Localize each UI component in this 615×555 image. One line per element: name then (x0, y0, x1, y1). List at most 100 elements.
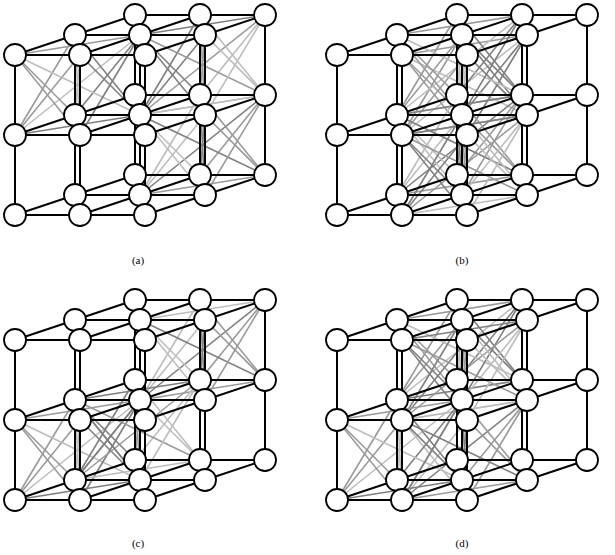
lattice-edge (264, 380, 266, 460)
lattice-atom (391, 489, 413, 511)
lattice-atom (516, 104, 538, 126)
lattice-atom (194, 24, 216, 46)
lattice-atom (511, 4, 533, 26)
lattice-atom (576, 4, 598, 26)
lattice-edge (264, 15, 266, 95)
lattice-atom (254, 289, 276, 311)
lattice-atom (254, 164, 276, 186)
lattice-edge (336, 340, 338, 420)
lattice-edge (336, 135, 338, 215)
bond-diagonal (205, 115, 265, 175)
lattice-atom (511, 164, 533, 186)
lattice-edge (264, 95, 266, 175)
lattice-atom (326, 124, 348, 146)
lattice-atom (134, 329, 156, 351)
lattice-atom (326, 489, 348, 511)
lattice-atom (576, 84, 598, 106)
panel-label: (c) (132, 537, 144, 549)
lattice-atom (254, 449, 276, 471)
bond-diagonal (15, 35, 140, 135)
lattice-atom (456, 489, 478, 511)
lattice-atom (446, 449, 468, 471)
lattice-atom (254, 4, 276, 26)
lattice-atom (576, 164, 598, 186)
lattice-atom (189, 289, 211, 311)
lattice-atom (134, 489, 156, 511)
bond-diagonal (15, 400, 140, 500)
lattice-atom (386, 104, 408, 126)
lattice-atom (69, 409, 91, 431)
lattice-atom (326, 204, 348, 226)
lattice-atom (64, 24, 86, 46)
lattice-atom (456, 124, 478, 146)
lattice-atom (516, 184, 538, 206)
lattice-atom (64, 469, 86, 491)
lattice-atom (326, 409, 348, 431)
lattice-atom (189, 4, 211, 26)
lattice-edge (586, 380, 588, 460)
lattice-atom (511, 84, 533, 106)
lattice-atom (456, 329, 478, 351)
lattice-atom (64, 389, 86, 411)
lattice-panel (4, 289, 276, 511)
lattice-atom (4, 489, 26, 511)
lattice-panel (326, 289, 598, 511)
lattice-atom (124, 449, 146, 471)
bond-diagonal (15, 55, 75, 115)
lattice-edge (14, 55, 16, 135)
lattice-atom (391, 204, 413, 226)
bond-diagonal (402, 320, 527, 420)
lattice-atom (4, 409, 26, 431)
lattice-edge (336, 420, 338, 500)
lattice-atom (124, 84, 146, 106)
panel-label: (d) (456, 537, 469, 549)
lattice-atom (386, 389, 408, 411)
lattice-atom (64, 104, 86, 126)
lattice-atom (129, 389, 151, 411)
lattice-atom (4, 44, 26, 66)
bond-diagonal (75, 380, 200, 480)
lattice-panel (326, 4, 598, 226)
lattice-atom (516, 469, 538, 491)
lattice-edge (14, 420, 16, 500)
lattice-atom (124, 369, 146, 391)
lattice-atom (391, 124, 413, 146)
lattice-atom (194, 469, 216, 491)
lattice-atom (124, 164, 146, 186)
bond-diagonal (140, 300, 265, 400)
lattice-atom (64, 184, 86, 206)
lattice-atom (69, 329, 91, 351)
lattice-atom (129, 469, 151, 491)
lattice-edge (586, 15, 588, 95)
lattice-atom (386, 309, 408, 331)
lattice-atom (516, 309, 538, 331)
lattice-atom (516, 24, 538, 46)
lattice-atom (456, 204, 478, 226)
lattice-atom (4, 329, 26, 351)
lattice-atom (516, 389, 538, 411)
bond-diagonal (15, 420, 75, 480)
lattice-atom (391, 329, 413, 351)
lattice-atom (576, 289, 598, 311)
lattice-atom (194, 389, 216, 411)
lattice-atom (456, 409, 478, 431)
lattice-atom (446, 164, 468, 186)
lattice-atom (576, 369, 598, 391)
lattice-atom (451, 24, 473, 46)
bond-diagonal (205, 320, 265, 380)
bond-diagonal (205, 35, 265, 95)
lattice-atom (446, 84, 468, 106)
lattice-atom (446, 4, 468, 26)
lattice-atom (451, 184, 473, 206)
lattice-atom (124, 289, 146, 311)
lattice-atom (124, 4, 146, 26)
bond-diagonal (397, 15, 522, 115)
bond-diagonal (140, 15, 265, 115)
lattice-atom (189, 164, 211, 186)
lattice-atom (69, 204, 91, 226)
lattice-atom (576, 449, 598, 471)
lattice-atom (189, 449, 211, 471)
lattice-atom (4, 124, 26, 146)
